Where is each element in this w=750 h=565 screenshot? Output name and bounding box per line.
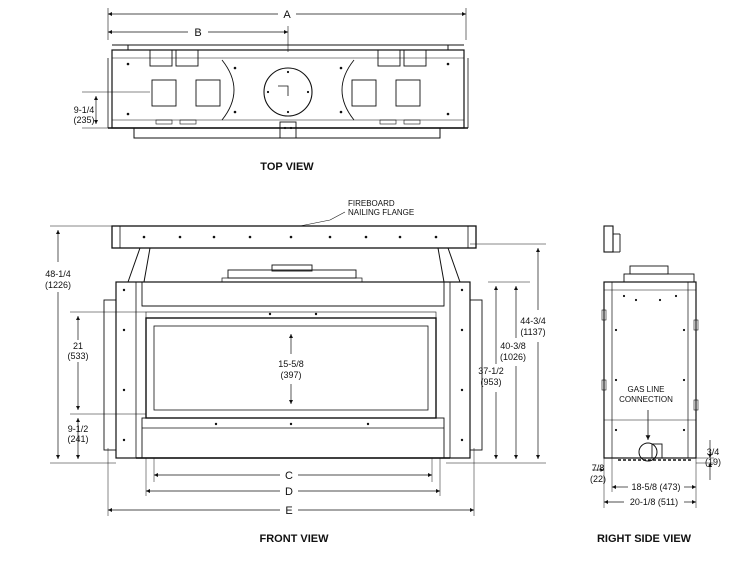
dim-40-imperial: 40-3/8 [500, 341, 526, 351]
dim-bottom-metric: (241) [67, 434, 88, 444]
top-flue-collar [263, 67, 313, 117]
top-view-bolts [126, 62, 450, 130]
dim-37-imperial: 37-1/2 [478, 366, 504, 376]
dim-overall-height-imperial: 48-1/4 [45, 269, 71, 279]
dim-side-depth-2: 20-1/8 (511) [630, 497, 678, 507]
label-d: D [285, 486, 293, 498]
front-view-title: FRONT VIEW [259, 533, 329, 545]
dim-top-depth-metric: (235) [73, 115, 94, 125]
dim-glass-imperial: 15-5/8 [278, 359, 304, 369]
top-view [82, 8, 469, 139]
label-c: C [285, 470, 293, 482]
label-b: B [194, 27, 201, 39]
label-e: E [285, 505, 292, 517]
gas-line-connection [638, 442, 658, 462]
dim-side-front-metric: (22) [590, 474, 606, 484]
dim-side-offset-metric: (19) [705, 457, 721, 467]
nailing-flange [111, 225, 477, 249]
side-nailing-flange [603, 225, 614, 253]
note-gas-2: CONNECTION [619, 395, 673, 404]
dim-glass-metric: (397) [280, 370, 301, 380]
note-gas-1: GAS LINE [628, 385, 665, 394]
front-view-bolts [122, 235, 464, 442]
dim-overall-height-metric: (1226) [45, 280, 71, 290]
dim-40-metric: (1026) [500, 352, 526, 362]
right-side-bolts [614, 294, 686, 432]
dim-top-depth-imperial: 9-1/4 [74, 105, 95, 115]
dim-side-offset-imperial: 3/4 [707, 447, 720, 457]
dim-37-metric: (953) [480, 377, 501, 387]
dim-44-imperial: 44-3/4 [520, 316, 546, 326]
front-view [50, 211, 546, 516]
dim-44-metric: (1137) [520, 327, 545, 337]
right-side-view [592, 225, 714, 508]
dim-side-depth-1: 18-5/8 (473) [631, 482, 680, 492]
note-fireboard-1: FIREBOARD [348, 199, 395, 208]
side-body [603, 281, 697, 459]
dim-bottom-imperial: 9-1/2 [68, 424, 89, 434]
top-view-title: TOP VIEW [260, 161, 314, 173]
right-side-view-title: RIGHT SIDE VIEW [597, 533, 692, 545]
dim-21-metric: (533) [67, 351, 88, 361]
label-a: A [283, 9, 291, 21]
dim-side-front-imperial: 7/8 [592, 463, 605, 473]
dim-21-imperial: 21 [73, 341, 83, 351]
note-fireboard-2: NAILING FLANGE [348, 208, 414, 217]
